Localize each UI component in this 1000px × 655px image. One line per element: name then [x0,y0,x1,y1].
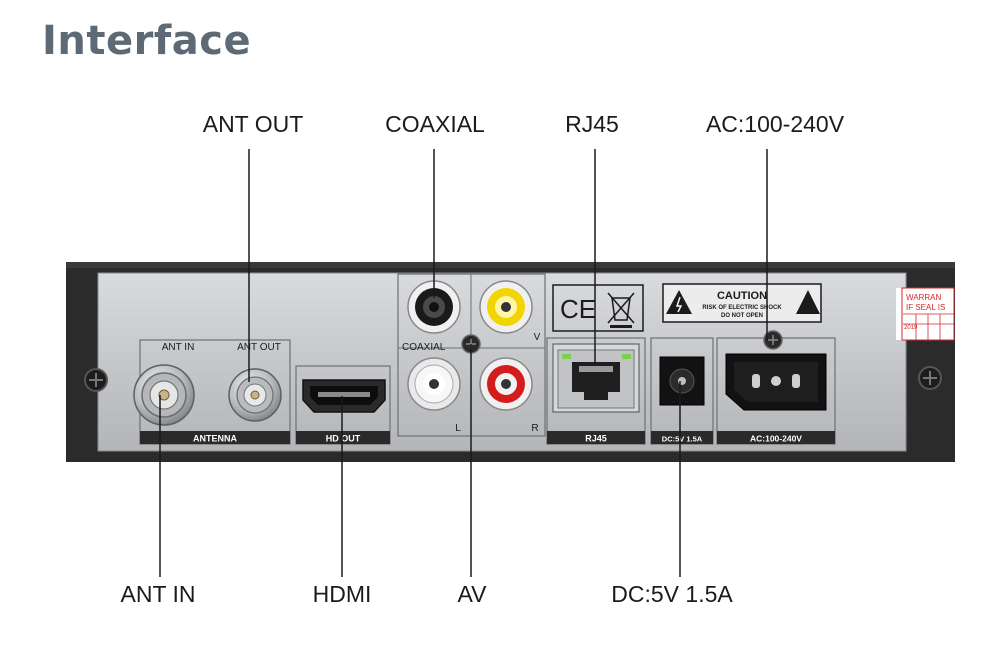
r-panel-label: R [531,423,538,434]
rj45-port [552,343,640,413]
callout-coaxial: COAXIAL [385,111,485,137]
ce-mark: CE [560,294,596,324]
caution-sticker: CAUTION RISK OF ELECTRIC SHOCK DO NOT OP… [662,283,822,323]
coaxial-panel-label: COAXIAL [402,342,446,353]
warranty-line-2: IF SEAL IS [906,303,945,312]
ac-power-socket [725,353,827,411]
ant-in-connector [133,364,195,426]
v-panel-label: V [534,332,541,343]
dc-block: DC:5V 1.5A [650,337,714,445]
ac-label-bar [717,431,835,444]
warranty-seal-sticker: WARRAN IF SEAL IS 2019 [896,287,955,341]
rj45-bar-label: RJ45 [585,434,607,444]
rj45-block: RJ45 [546,337,646,445]
ant-in-panel-label: ANT IN [162,342,195,353]
antenna-bar-label: ANTENNA [193,434,237,444]
page-title: Interface [42,18,252,64]
rj45-led-left [562,354,571,359]
callout-av: AV [457,581,487,607]
callout-dc: DC:5V 1.5A [611,581,733,607]
right-mount-screw [918,366,942,390]
audio-left-rca-jack [407,357,461,411]
antenna-label-bar [140,431,290,444]
callout-rj45: RJ45 [565,111,619,137]
weee-bin-icon [607,292,635,328]
callout-ant-out: ANT OUT [202,111,304,137]
ac-bar-label: AC:100-240V [750,434,802,444]
coaxial-rca-jack [407,280,461,334]
audio-right-rca-jack [479,357,533,411]
hdmi-block: HD OUT [295,365,391,445]
ant-out-connector [228,368,282,422]
callout-ac: AC:100-240V [705,111,845,137]
warranty-line-1: WARRAN [906,293,941,302]
caution-line-2: DO NOT OPEN [721,313,763,319]
certification-marks: CE [552,284,644,332]
caution-line-1: RISK OF ELECTRIC SHOCK [702,305,782,311]
dc-bar-label: DC:5V 1.5A [662,435,703,444]
hd-out-label-bar [296,431,390,444]
rj45-led-right [622,354,631,359]
caution-title: CAUTION [717,290,767,302]
l-panel-label: L [455,423,461,434]
hdmi-port [302,379,386,413]
warranty-year: 2019 [904,325,918,331]
antenna-block: ANTENNA ANT IN ANT OUT [133,339,291,445]
warning-triangle-icon-right [796,290,820,314]
hd-out-bar-label: HD OUT [326,434,361,444]
callout-ant-in: ANT IN [120,581,196,607]
av-block: COAXIAL V L R [397,273,546,437]
ac-block: AC:100-240V [716,330,836,445]
callout-hdmi: HDMI [312,581,372,607]
video-rca-jack [479,280,533,334]
left-mount-screw [84,368,108,392]
chassis-top-edge [66,262,955,268]
dc-label-bar [651,431,713,444]
rj45-label-bar [547,431,645,444]
ac-top-screw [763,330,783,350]
dc-power-jack [659,356,705,406]
ant-out-panel-label: ANT OUT [237,342,281,353]
